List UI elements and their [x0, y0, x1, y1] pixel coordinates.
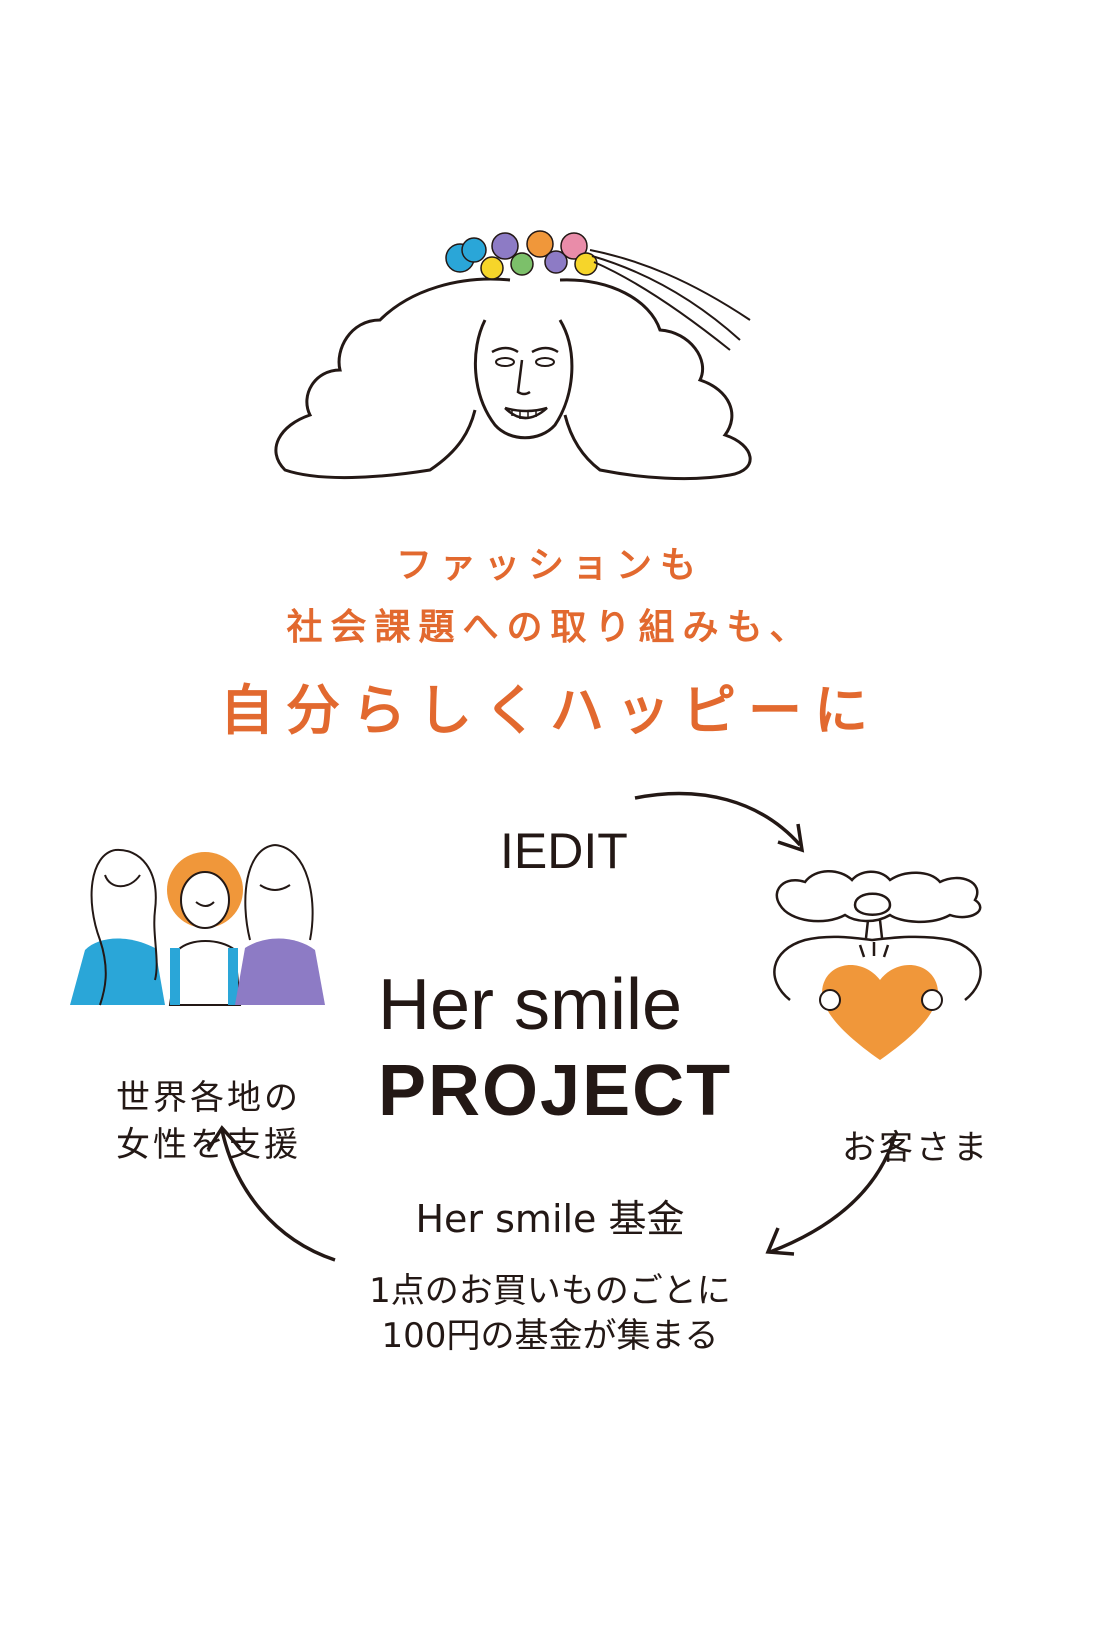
- fund-description-line-2: 100円の基金が集まる: [381, 1316, 719, 1356]
- project-title-line-1: Her smile: [378, 965, 683, 1045]
- project-title-line-2: PROJECT: [378, 1051, 733, 1131]
- headline-line-3: 自分らしくハッピーに: [220, 679, 880, 742]
- brand-label: IEDIT: [500, 823, 628, 879]
- support-label-line-1: 世界各地の: [116, 1078, 301, 1118]
- woman-with-flower-crown-icon: [274, 230, 752, 481]
- cycle-arrow-icon: [765, 1134, 897, 1256]
- fund-description-line-1: 1点のお買いものごとに: [369, 1271, 731, 1311]
- three-women-icon: [70, 844, 325, 1006]
- customer-holding-heart-icon: [773, 870, 982, 1060]
- cycle-arrow-icon: [634, 791, 805, 853]
- headline-line-2: 社会課題への取り組みも、: [286, 607, 814, 648]
- headline-line-1: ファッションも: [395, 545, 704, 586]
- cycle-arrow-icon: [206, 1125, 336, 1262]
- fund-name: Her smile 基金: [415, 1197, 685, 1241]
- support-label-line-2: 女性を支援: [116, 1125, 301, 1165]
- customer-label: お客さま: [842, 1128, 990, 1168]
